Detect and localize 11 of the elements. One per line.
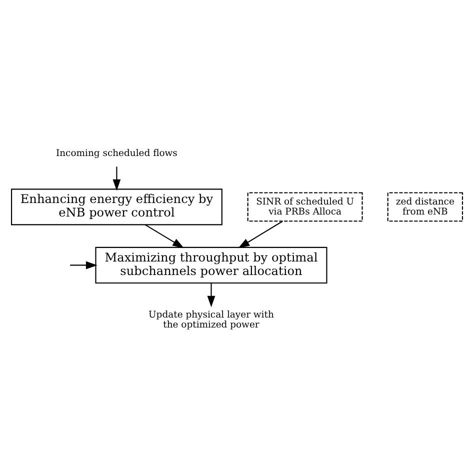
arrow bbox=[112, 166, 121, 190]
node-text: Incoming scheduled flows bbox=[56, 148, 178, 159]
arrow bbox=[238, 220, 283, 248]
arrow bbox=[207, 282, 216, 307]
node-text: Update physical layer with the optimized power bbox=[148, 308, 274, 330]
node-box: zed distance from eNB bbox=[387, 192, 463, 222]
node-box: SINR of scheduled U via PRBs Alloca bbox=[247, 192, 363, 222]
node-box: Enhancing energy efficiency by eNB power control bbox=[11, 188, 222, 225]
node-box: Maximizing throughput by optimal subchannels power allocation bbox=[95, 246, 328, 284]
arrow bbox=[144, 224, 184, 248]
arrow bbox=[70, 260, 98, 269]
